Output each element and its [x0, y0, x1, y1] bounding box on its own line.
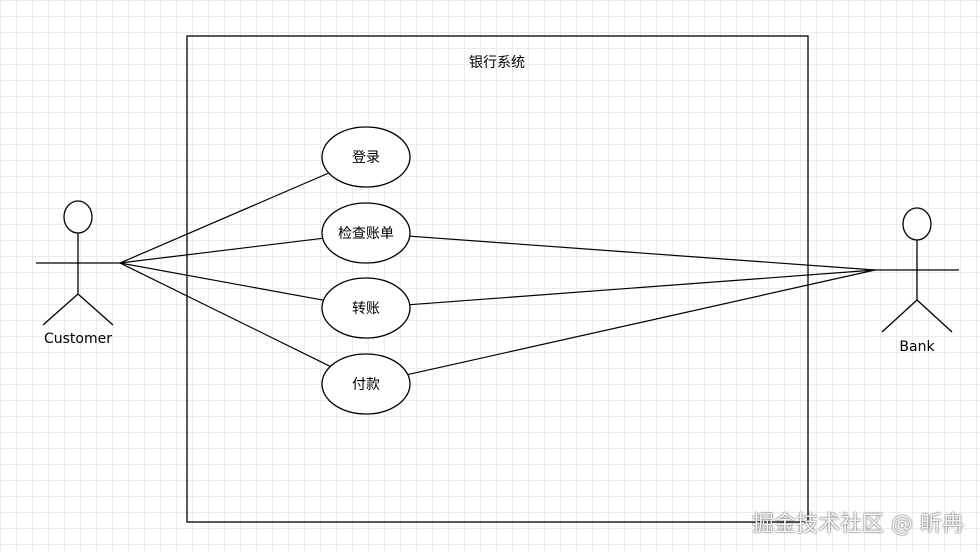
- use-case-label: 登录: [352, 150, 380, 166]
- use-case-label: 转账: [352, 301, 380, 317]
- use-case-ellipse: [321, 353, 411, 415]
- association-bank-check-statement: [409, 235, 876, 271]
- association-customer-transfer: [119, 262, 324, 301]
- association-lines: [119, 172, 876, 376]
- association-bank-payment: [407, 269, 876, 376]
- actor-customer[interactable]: [36, 200, 120, 326]
- use-case-label: 检查账单: [338, 226, 394, 242]
- actor-customer-label: Customer: [44, 331, 112, 347]
- use-case-login[interactable]: 登录: [321, 126, 411, 188]
- watermark: 掘金技术社区 @ 昕冉: [752, 512, 964, 537]
- association-customer-payment: [119, 262, 331, 367]
- use-case-transfer[interactable]: 转账: [321, 277, 411, 339]
- actor-right-leg: [77, 293, 114, 326]
- actor-bank-label: Bank: [899, 339, 935, 355]
- system-boundary: [186, 35, 809, 523]
- use-case-payment[interactable]: 付款: [321, 353, 411, 415]
- actor-head: [902, 207, 932, 241]
- association-customer-login: [119, 172, 330, 264]
- system-title: 银行系统: [469, 55, 525, 71]
- association-customer-check-statement: [119, 237, 323, 264]
- use-case-ellipse: [321, 202, 411, 264]
- actor-right-leg: [916, 299, 953, 333]
- use-case-ellipse: [321, 277, 411, 339]
- use-case-ellipse: [321, 126, 411, 188]
- association-bank-transfer: [409, 269, 876, 306]
- actor-bank[interactable]: [875, 207, 959, 333]
- actor-left-leg: [42, 293, 79, 326]
- actor-left-leg: [881, 299, 918, 333]
- use-case-label: 付款: [352, 377, 380, 393]
- actor-head: [63, 200, 93, 234]
- use-case-check-statement[interactable]: 检查账单: [321, 202, 411, 264]
